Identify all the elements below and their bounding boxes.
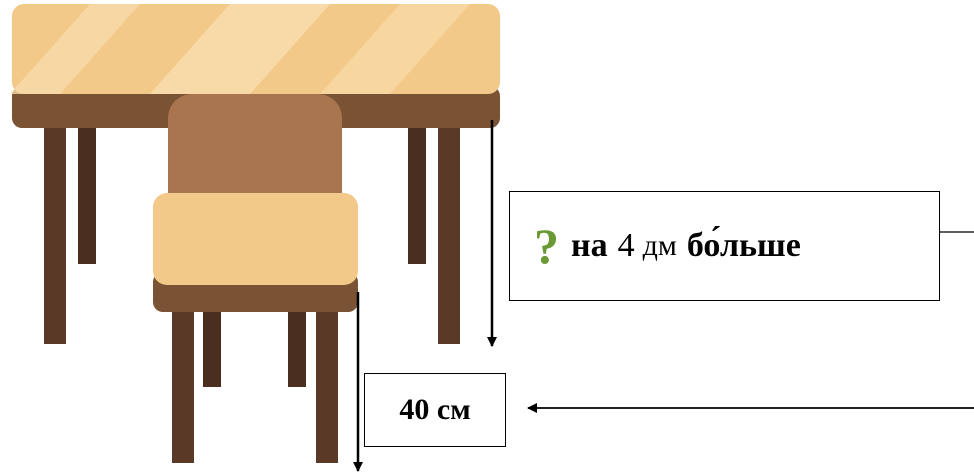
question-mark-icon: ?: [534, 221, 559, 271]
table-leg-front-right: [438, 118, 460, 344]
label-word-bolshe: бо́льше: [687, 227, 801, 265]
chair-height-label: 40 см: [364, 373, 506, 447]
chair-leg-back-left: [203, 305, 221, 387]
chair-leg-front-right: [316, 305, 338, 463]
chair-leg-front-left: [172, 305, 194, 463]
chair-leg-back-right: [288, 305, 306, 387]
label-word-na: на: [571, 227, 608, 265]
label-number: 4: [618, 227, 635, 265]
table-leg-back-right: [408, 118, 426, 264]
chair-seat: [153, 193, 358, 285]
chair-height-value: 40 см: [399, 393, 470, 427]
chair-illustration: [153, 94, 358, 463]
table-leg-front-left: [44, 118, 66, 344]
label-unit: дм: [643, 229, 677, 263]
table-height-label: ? на 4 дм бо́льше: [509, 191, 940, 301]
table-leg-back-left: [78, 118, 96, 264]
